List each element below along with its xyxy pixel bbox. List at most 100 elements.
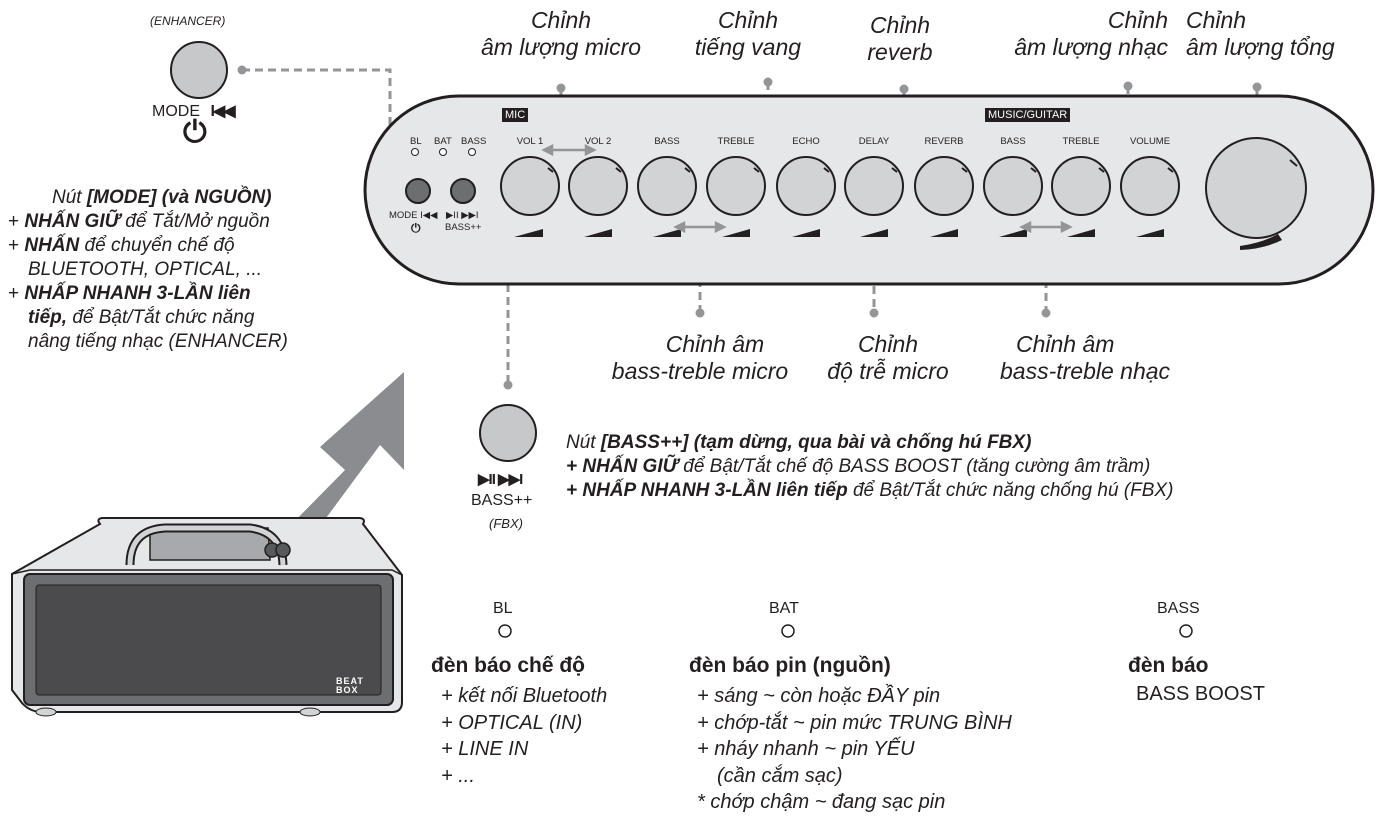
mode-note-l5-b: tiếp, — [28, 307, 68, 328]
leader-dots — [237, 65, 1262, 390]
mode-note-line5: tiếp, để Bật/Tắt chức năng — [28, 307, 254, 329]
label-music-volume-l2: âm lượng nhạc — [1014, 34, 1168, 60]
mode-note-l1-c: để Tắt/Mở nguồn — [119, 211, 270, 232]
legend-bat-item: + nháy nhanh ~ pin YẾU — [697, 738, 915, 760]
knob-label-volume: VOLUME — [1129, 136, 1171, 147]
pair-arrows — [541, 143, 1073, 234]
mode-label: MODE — [152, 103, 200, 120]
panel-led-bass: BASS — [461, 136, 487, 147]
prev-icon: I◀◀ — [210, 103, 235, 120]
legend-bat-item: (cần cắm sạc) — [717, 764, 843, 787]
bass-note-l2-b: + NHẤN GIỮ — [566, 456, 678, 477]
mode-note-l2-c: để chuyển chế độ — [79, 235, 235, 256]
knob-label-vol1: VOL 1 — [516, 136, 544, 147]
mode-note-line4: + NHẤP NHANH 3-LẦN liên — [8, 283, 251, 305]
panel-led-bl: BL — [410, 136, 422, 147]
legend-bass-code: BASS — [1157, 600, 1200, 617]
mode-note-l4-a: + — [8, 283, 25, 304]
bass-note-l3-b: + NHẤP NHANH 3-LẦN liên tiếp — [566, 480, 848, 501]
knob-label-delay: DELAY — [858, 136, 890, 147]
panel-mode-caption: MODE I◀◀ — [389, 210, 438, 221]
knob-label-mic-bass: BASS — [654, 136, 680, 147]
mode-note-l2-a: + — [8, 235, 25, 256]
bass-note-l1-a: Nút — [566, 432, 601, 453]
legend-bat-item: * chớp chậm ~ đang sạc pin — [697, 791, 946, 813]
mode-note-line2: + NHẤN để chuyển chế độ — [8, 235, 235, 257]
legend-bat-title: đèn báo pin (nguồn) — [689, 654, 891, 677]
legend-leds — [498, 624, 1193, 638]
power-icon: ⏻ — [183, 116, 207, 149]
knob-label-music-bass: BASS — [1000, 136, 1026, 147]
pointer-arrow — [283, 372, 404, 533]
legend-bat-item: + chớp-tắt ~ pin mức TRUNG BÌNH — [697, 711, 1012, 734]
bass-plus-label: BASS++ — [471, 492, 533, 509]
legend-bl-code: BL — [493, 600, 513, 617]
label-music-volume: Chỉnh âm lượng nhạc — [968, 7, 1168, 61]
mode-note-l1-b: NHẤN GIỮ — [24, 211, 120, 232]
knob-label-reverb: REVERB — [924, 136, 964, 147]
panel-play-caption: ▶II ▶▶I — [446, 210, 479, 221]
label-reverb-l1: Chỉnh — [869, 12, 931, 38]
bass-note-l2-c: để Bật/Tắt chế độ BASS BOOST (tăng cường… — [677, 456, 1151, 477]
panel-leds — [411, 148, 476, 156]
enhancer-button-shape — [170, 41, 228, 99]
panel-bass-caption: BASS++ — [445, 222, 482, 233]
mode-note-line3: BLUETOOTH, OPTICAL, ... — [28, 259, 263, 280]
label-echo-l1: Chỉnh — [717, 7, 779, 33]
legend-bass-sub: BASS BOOST — [1136, 683, 1265, 705]
bass-note-line2: + NHẤN GIỮ để Bật/Tắt chế độ BASS BOOST … — [566, 456, 1150, 478]
bass-plus-button-shape — [450, 178, 476, 204]
label-master-volume: Chỉnh âm lượng tổng — [1186, 7, 1366, 61]
label-music-volume-l1: Chỉnh — [1107, 7, 1168, 33]
label-echo: Chỉnh tiếng vang — [668, 7, 828, 61]
legend-bl-item: + kết nối Bluetooth — [441, 685, 608, 707]
label-delay: Chỉnh độ trễ micro — [808, 331, 968, 385]
knobs — [500, 137, 1307, 239]
legend-bat-code: BAT — [769, 600, 799, 617]
label-music-bass-treble: Chỉnh âm bass-treble nhạc — [1000, 331, 1210, 385]
panel-led-bat: BAT — [434, 136, 452, 147]
legend-bl-item: + LINE IN — [441, 738, 529, 760]
label-delay-l1: Chỉnh — [857, 331, 919, 357]
mode-note-title: Nút [MODE] (và NGUỒN) — [52, 187, 272, 209]
mode-note-title-b: [MODE] (và NGUỒN) — [86, 187, 272, 208]
label-mic-volume: Chỉnh âm lượng micro — [476, 7, 646, 61]
bass-note-line1: Nút [BASS++] (tạm dừng, qua bài và chống… — [566, 432, 1031, 454]
mode-note-l1-a: + — [8, 211, 25, 232]
label-reverb: Chỉnh reverb — [842, 12, 958, 66]
knob-pointers — [547, 159, 1298, 173]
panel-section-music: MUSIC/GUITAR — [985, 108, 1071, 122]
mode-caption: MODE I◀◀ — [152, 101, 236, 121]
label-master-volume-l1: Chỉnh — [1186, 7, 1247, 33]
label-mic-bass-treble: Chỉnh âm bass-treble micro — [590, 331, 810, 385]
legend-bl-title: đèn báo chế độ — [431, 654, 586, 677]
mode-note-l2-b: NHẤN — [24, 235, 80, 256]
label-mic-bass-treble-l1: Chỉnh âm — [665, 331, 765, 357]
knob-label-music-treble: TREBLE — [1062, 136, 1100, 147]
mode-note-title-a: Nút — [52, 187, 87, 208]
knob-label-echo: ECHO — [792, 136, 820, 147]
legend-bass-title: đèn báo — [1128, 654, 1209, 677]
level-wedges — [514, 229, 1282, 250]
label-reverb-l2: reverb — [867, 39, 933, 65]
legend-bat-list: + sáng ~ còn hoặc ĐẦY pin + chớp-tắt ~ p… — [697, 683, 1012, 816]
speaker-brand: BEAT BOX — [336, 677, 364, 695]
label-delay-l2: độ trễ micro — [827, 358, 949, 384]
speaker-illustration — [11, 517, 403, 717]
bass-plus-large-shape — [479, 404, 537, 462]
mode-note-l5-c: để Bật/Tắt chức năng — [67, 307, 255, 328]
label-mic-volume-l1: Chỉnh — [530, 7, 592, 33]
label-music-bass-treble-l2: bass-treble nhạc — [1000, 358, 1171, 384]
knob-label-vol2: VOL 2 — [584, 136, 612, 147]
label-echo-l2: tiếng vang — [694, 34, 802, 60]
panel-section-mic: MIC — [502, 108, 529, 122]
bass-plus-sub: (FBX) — [489, 516, 523, 531]
legend-bl-list: + kết nối Bluetooth + OPTICAL (IN) + LIN… — [441, 683, 607, 789]
enhancer-label: (ENHANCER) — [150, 14, 226, 28]
mode-note-line6: nâng tiếng nhạc (ENHANCER) — [28, 331, 288, 352]
mode-note-l4-b: NHẤP NHANH 3-LẦN liên — [24, 283, 251, 304]
bass-note-l3-c: để Bật/Tắt chức năng chống hú (FBX) — [847, 480, 1174, 501]
legend-bat-item: + sáng ~ còn hoặc ĐẦY pin — [697, 685, 941, 707]
speaker-brand-b: BOX — [336, 685, 359, 695]
legend-bl-item: + OPTICAL (IN) — [441, 711, 583, 734]
